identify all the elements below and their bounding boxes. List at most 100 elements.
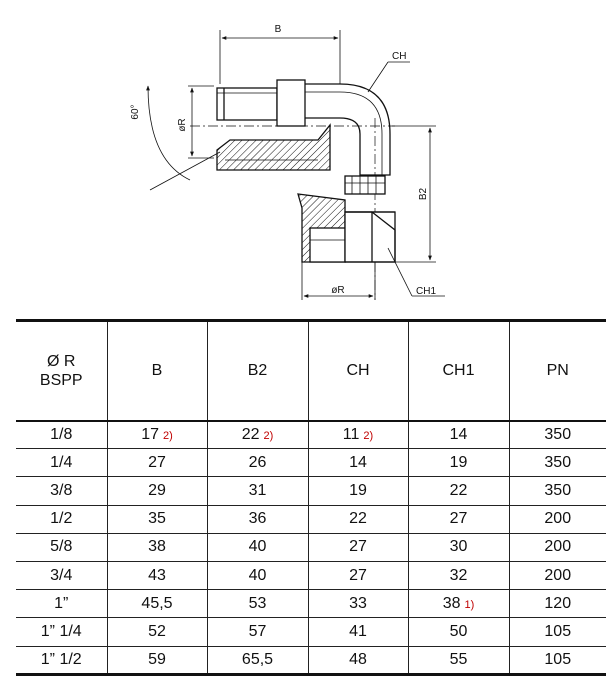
header-r-bspp: Ø R BSPP [16, 319, 108, 422]
dimension-lines [146, 30, 445, 300]
cell-value: 3/8 [50, 481, 73, 499]
table-row: 1/2 35 36 22 27 200 [16, 505, 606, 534]
fitting-outline [190, 79, 396, 300]
cell-b2: 40 [206, 533, 309, 562]
table-row: 3/4 43 40 27 32 200 [16, 561, 606, 591]
cell-pn: 350 [508, 476, 606, 506]
cell-value: 48 [349, 650, 367, 668]
cell-value: 26 [248, 453, 267, 471]
cell-value: 35 [148, 510, 166, 528]
cell-value: 120 [544, 594, 572, 612]
cell-value: 14 [349, 453, 367, 471]
cell-value: 350 [544, 425, 572, 443]
cell-value: 3/4 [50, 566, 73, 584]
cell-value: 1” 1/4 [40, 622, 82, 640]
table-header-row: Ø R BSPP B B2 CH CH1 PN [16, 319, 606, 422]
cell-b: 43 [106, 561, 208, 591]
cell-ch: 41 [307, 617, 409, 647]
cell-ch: 22 [307, 505, 409, 534]
cell-value: 50 [449, 622, 468, 640]
cell-ch1: 32 [407, 561, 510, 591]
dim-label-angle: 60° [130, 104, 141, 119]
header-b2: B2 [206, 319, 309, 422]
cell-value: 27 [349, 566, 367, 584]
cell-value: 65,5 [241, 650, 274, 668]
dim-label-b2: B2 [418, 187, 429, 200]
cell-value: 5/8 [50, 538, 73, 556]
cell-value: 22 [449, 481, 468, 499]
cell-pn: 350 [508, 420, 606, 450]
cell-value: 1/8 [50, 425, 73, 443]
cell-ch1: 22 [407, 476, 510, 506]
cell-value: 36 [248, 510, 267, 528]
cell-value: 200 [544, 566, 572, 584]
dim-label-ch: CH [392, 51, 406, 62]
table-row: 1” 1/4 52 57 41 50 105 [16, 617, 606, 647]
cell-value: 32 [449, 566, 468, 584]
cell-value: 22 [349, 510, 367, 528]
cell-value: 14 [449, 425, 468, 443]
cell-value: 1/2 [50, 510, 73, 528]
cell-value: 27 [449, 510, 468, 528]
cell-r: 3/4 [16, 561, 108, 591]
cell-value: 27 [349, 538, 367, 556]
cell-ch1: 19 [407, 448, 510, 478]
cell-value: 52 [148, 622, 166, 640]
cell-value: 19 [349, 481, 367, 499]
dimension-labels: B CH 60° øR B2 øR CH1 [130, 24, 436, 297]
cell-value: 200 [544, 510, 572, 528]
cell-b: 38 [106, 533, 208, 562]
header-ch1: CH1 [407, 319, 510, 422]
cell-b: 52 [106, 617, 208, 647]
cell-r: 1” [16, 589, 108, 619]
cell-value: 53 [248, 594, 267, 612]
dim-label-r-bottom: øR [331, 285, 344, 296]
cell-b: 35 [106, 505, 208, 534]
cell-b2: 36 [206, 505, 309, 534]
cell-value: 105 [544, 650, 572, 668]
cell-value: 1/4 [50, 453, 73, 471]
fitting-technical-drawing: B CH 60° øR B2 øR CH1 [130, 24, 445, 300]
cell-r: 1/4 [16, 448, 108, 478]
cell-value: 11 [342, 425, 360, 443]
cell-r: 1” 1/4 [16, 617, 108, 647]
cell-pn: 105 [508, 617, 606, 647]
cell-r: 1” 1/2 [16, 646, 108, 676]
cell-value: 1” 1/2 [40, 650, 82, 668]
cell-r: 1/2 [16, 505, 108, 534]
cell-ch1: 50 [407, 617, 510, 647]
cell-value: 22 [241, 425, 260, 443]
cell-value: 40 [248, 566, 267, 584]
dim-label-b: B [275, 24, 282, 35]
cell-value: 55 [449, 650, 468, 668]
cell-value: 105 [544, 622, 572, 640]
cell-ch1: 27 [407, 505, 510, 534]
cell-b2: 26 [206, 448, 309, 478]
cell-ch1: 55 [407, 646, 510, 676]
footnote-marker: 2) [263, 429, 274, 442]
cell-value: 200 [544, 538, 572, 556]
cell-value: 43 [148, 566, 166, 584]
cell-value: 57 [248, 622, 267, 640]
header-b: B [106, 319, 208, 422]
cell-b: 45,5 [106, 589, 208, 619]
cell-r: 1/8 [16, 420, 108, 450]
header-r-line2: BSPP [39, 371, 83, 389]
cell-pn: 200 [508, 533, 606, 562]
cell-pn: 350 [508, 448, 606, 478]
footnote-marker: 2) [363, 429, 374, 442]
cell-r: 3/8 [16, 476, 108, 506]
cell-pn: 120 [508, 589, 606, 619]
cell-b2: 31 [206, 476, 309, 506]
cell-value: 1” [54, 594, 69, 612]
cell-value: 350 [544, 481, 572, 499]
